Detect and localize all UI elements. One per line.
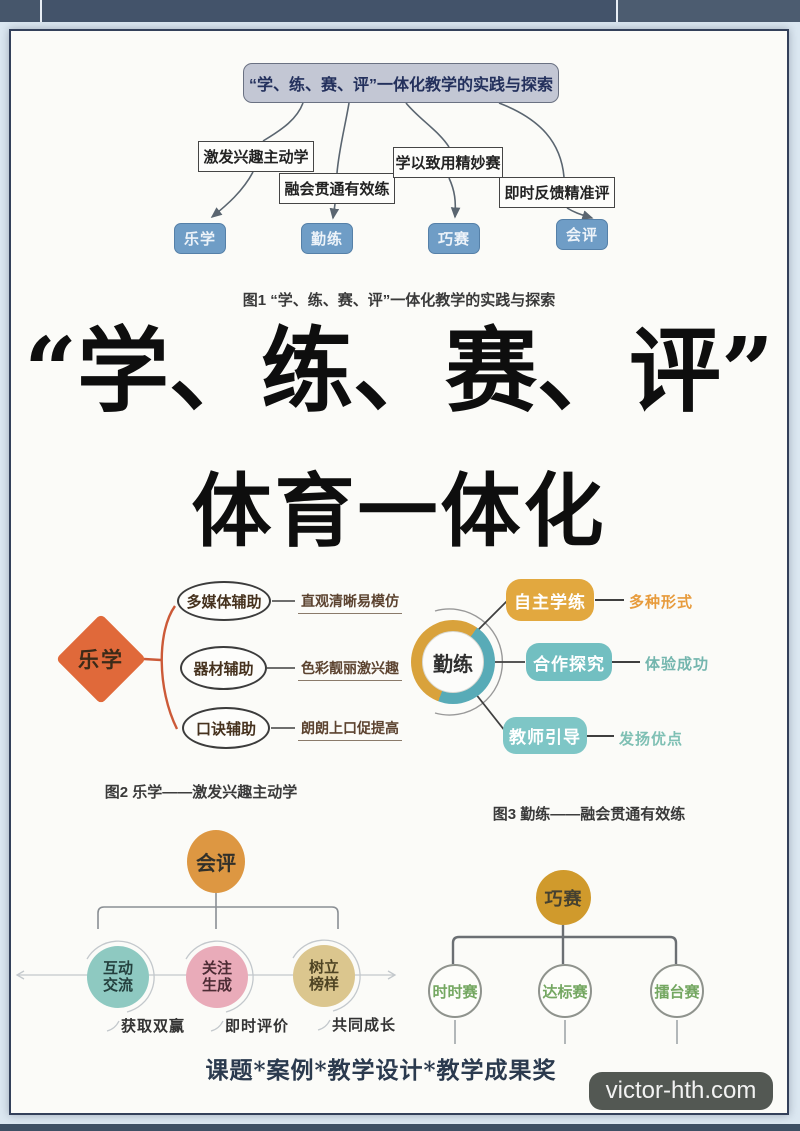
- fig4-node-line: 互动: [102, 959, 133, 977]
- fig3-caption: 图3 勤练——融会贯通有效练: [492, 806, 686, 823]
- fig4-node-line: 榜样: [308, 976, 339, 993]
- fig2-node: 器材辅助: [180, 646, 267, 690]
- fig1-branch-node: 融会贯通有效练: [279, 173, 395, 204]
- fig3-note: 体验成功: [645, 656, 710, 673]
- fig2-node: 多媒体辅助: [177, 581, 271, 621]
- fig1-connectors: [210, 102, 594, 220]
- window-bottom-bar: [0, 1124, 800, 1131]
- fig5-connectors: [451, 925, 678, 964]
- fig1-branch-node: 激发兴趣主动学: [198, 141, 314, 172]
- footer-tagline: 课题*案例*教学设计*教学成果奖: [205, 1057, 557, 1084]
- watermark-badge: victor-hth.com: [589, 1072, 773, 1110]
- fig4-node-line: 交流: [102, 977, 133, 994]
- fig4-node: 树立 榜样: [293, 945, 355, 1007]
- fig4-note: 即时评价: [225, 1018, 290, 1035]
- fig3-connectors: [434, 599, 640, 737]
- fig3-node: 自主学练: [506, 579, 594, 621]
- fig2-caption: 图2 乐学——激发兴趣主动学: [104, 784, 298, 801]
- fig2-note: 直观清晰易模仿: [298, 591, 402, 614]
- fig4-node-line: 生成: [201, 977, 232, 994]
- fig5-root-node: 巧赛: [536, 870, 591, 925]
- fig4-node-line: 树立: [308, 958, 339, 976]
- fig4-note: 获取双赢: [121, 1018, 186, 1035]
- connector-lines: [15, 102, 678, 1044]
- poster-page: “学、练、赛、评”一体化教学的实践与探索 激发兴趣主动学 融会贯通有效练 学以致…: [9, 29, 789, 1115]
- fig5-node: 达标赛: [538, 964, 592, 1018]
- poster-title-line1: “学、练、赛、评”: [24, 317, 774, 425]
- fig4-connectors: [97, 893, 339, 929]
- fig2-node: 口诀辅助: [182, 707, 270, 749]
- fig2-note: 朗朗上口促提高: [298, 718, 402, 741]
- fig1-leaf-node: 会评: [556, 219, 608, 250]
- fig1-leaf-node: 巧赛: [428, 223, 480, 254]
- fig3-node: 教师引导: [503, 717, 587, 754]
- fig5-node: 时时赛: [428, 964, 482, 1018]
- fig3-note: 多种形式: [629, 594, 694, 611]
- top-bar-divider: [40, 0, 42, 22]
- fig5-stubs: [454, 1020, 678, 1044]
- fig4-node: 互动 交流: [87, 946, 149, 1008]
- fig1-caption: 图1 “学、练、赛、评”一体化教学的实践与探索: [242, 292, 556, 309]
- fig3-node: 合作探究: [526, 643, 612, 681]
- fig2-note: 色彩靓丽激兴趣: [298, 658, 402, 681]
- window-top-bar: [0, 0, 800, 22]
- fig4-node: 关注 生成: [186, 946, 248, 1008]
- fig1-branch-node: 学以致用精妙赛: [393, 147, 503, 178]
- fig3-root-label: 勤练: [422, 631, 484, 693]
- fig1-branch-node: 即时反馈精准评: [499, 177, 615, 208]
- fig4-node-line: 关注: [201, 959, 232, 977]
- fig2-connectors: [143, 600, 295, 730]
- top-bar-left-segment: [0, 0, 40, 22]
- fig3-note: 发扬优点: [619, 731, 684, 748]
- fig4-root-node: 会评: [187, 830, 245, 893]
- top-bar-right-segment: [618, 0, 800, 22]
- poster-title-line2: 体育一体化: [191, 464, 607, 558]
- fig2-root-label: 乐学: [78, 649, 124, 672]
- top-bar-divider: [616, 0, 618, 22]
- fig4-note: 共同成长: [332, 1017, 397, 1034]
- fig1-root-node: “学、练、赛、评”一体化教学的实践与探索: [243, 63, 559, 103]
- fig1-leaf-node: 乐学: [174, 223, 226, 254]
- fig5-node: 擂台赛: [650, 964, 704, 1018]
- fig1-leaf-node: 勤练: [301, 223, 353, 254]
